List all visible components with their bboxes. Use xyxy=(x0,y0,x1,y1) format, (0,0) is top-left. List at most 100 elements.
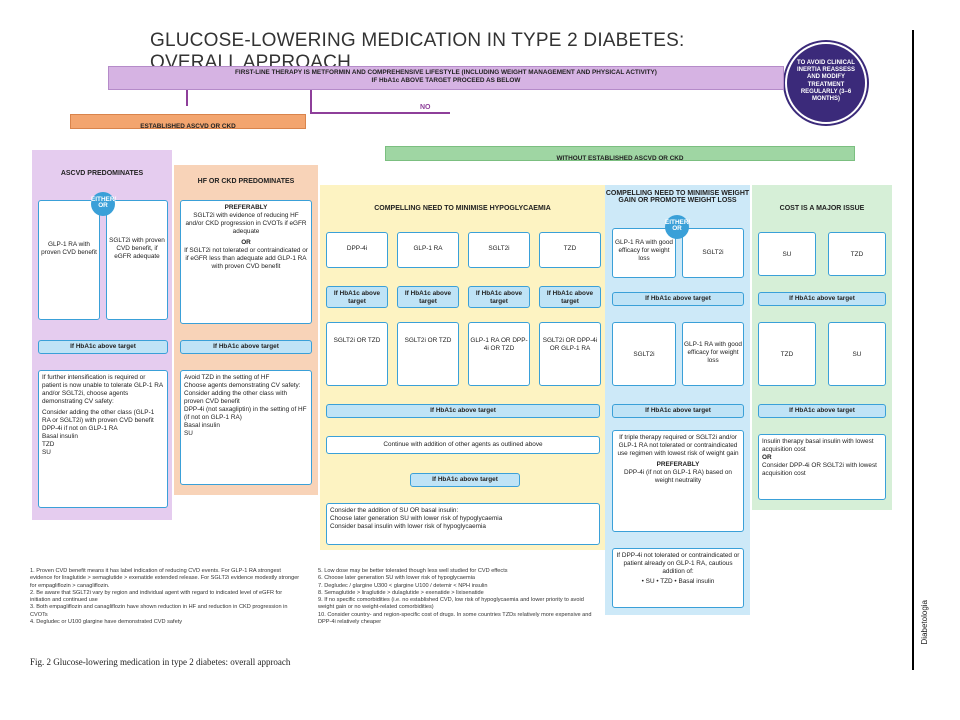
hypo-hba1c-box: If HbA1c above target xyxy=(397,286,459,308)
weight-pref: PREFERABLY xyxy=(656,461,700,468)
hf-text1: SGLT2i with evidence of reducing HF and/… xyxy=(185,212,307,235)
hf-choose: Choose agents demonstrating CV safety: xyxy=(184,382,301,389)
ascvd-text: If further intensification is required o… xyxy=(42,374,163,405)
weight-header: COMPELLING NEED TO MINIMISE WEIGHT GAIN … xyxy=(605,190,750,204)
ascvd-b3: Basal insulin xyxy=(42,433,78,440)
hypo-c2: Consider basal insulin with lower risk o… xyxy=(330,523,486,530)
established-label: ESTABLISHED ASCVD OR CKD xyxy=(140,123,236,130)
reassess-circle: TO AVOID CLINICAL INERTIA REASSESS AND M… xyxy=(785,42,867,124)
hypo-next-box: SGLT2i OR TZD xyxy=(326,322,388,386)
hypo-next-box: SGLT2i OR DPP-4i OR GLP-1 RA xyxy=(539,322,601,386)
ascvd-b1: Consider adding the other class (GLP-1 R… xyxy=(42,409,155,424)
first-line-text-2: IF HbA1c ABOVE TARGET PROCEED AS BELOW xyxy=(371,77,521,84)
footnote: 10. Consider country- and region-specifi… xyxy=(318,611,592,625)
hypo-next-box: SGLT2i OR TZD xyxy=(397,322,459,386)
hf-b4: Basal insulin xyxy=(184,422,220,429)
hf-b2: Consider adding the other class with pro… xyxy=(184,390,288,405)
hypo-drug-box: SGLT2i xyxy=(468,232,530,268)
first-line-text: FIRST-LINE THERAPY IS METFORMIN AND COMP… xyxy=(235,69,657,76)
hypo-hba1c-box: If HbA1c above target xyxy=(326,286,388,308)
weight-text3: If DPP-4i not tolerated or contraindicat… xyxy=(616,552,740,575)
connector xyxy=(310,90,312,114)
established-bar: ESTABLISHED ASCVD OR CKD xyxy=(70,114,306,130)
hf-b5: SU xyxy=(184,430,193,437)
reassess-text: TO AVOID CLINICAL INERTIA REASSESS AND M… xyxy=(796,60,856,102)
weight-triple-box: If triple therapy required or SGLT2i and… xyxy=(612,430,744,532)
weight-n1-box: SGLT2i xyxy=(612,322,676,386)
ascvd-b5: SU xyxy=(42,449,51,456)
weight-text2: DPP-4i (if not on GLP-1 RA) based on wei… xyxy=(624,469,732,484)
ascvd-glp1-box: GLP-1 RA with proven CVD benefit xyxy=(38,200,100,320)
connector xyxy=(186,90,188,106)
hypo-consider: Consider the addition of SU OR basal ins… xyxy=(330,507,459,514)
footnote: 2. Be aware that SGLT2i vary by region a… xyxy=(30,589,283,604)
weight-text: If triple therapy required or SGLT2i and… xyxy=(617,434,739,457)
cost-insulin-box: Insulin therapy basal insulin with lowes… xyxy=(758,434,886,500)
weight-text4: • SU • TZD • Basal insulin xyxy=(641,578,715,585)
weight-hba1c-box-2: If HbA1c above target xyxy=(612,404,744,418)
first-line-bar: FIRST-LINE THERAPY IS METFORMIN AND COMP… xyxy=(108,66,784,90)
hypo-next-box: GLP-1 RA OR DPP-4i OR TZD xyxy=(468,322,530,386)
hypo-drug-box: DPP-4i xyxy=(326,232,388,268)
footnote: 5. Low dose may be better tolerated thou… xyxy=(318,568,508,574)
hf-pref: PREFERABLY xyxy=(224,204,268,211)
hf-text2: If SGLT2i not tolerated or contraindicat… xyxy=(184,247,308,270)
hf-agents-box: Avoid TZD in the setting of HF Choose ag… xyxy=(180,370,312,485)
hf-b1: Avoid TZD in the setting of HF xyxy=(184,374,270,381)
right-rule xyxy=(912,30,914,670)
cost-hba1c-box: If HbA1c above target xyxy=(758,292,886,306)
footnote: 6. Choose later generation SU with lower… xyxy=(318,575,476,582)
hypo-hba1c-box-2: If HbA1c above target xyxy=(410,473,520,487)
footnotes-left: 1. Proven CVD benefit means it has label… xyxy=(30,568,300,626)
hf-or: OR xyxy=(241,239,251,246)
hypo-consider-box: Consider the addition of SU OR basal ins… xyxy=(326,503,600,545)
footnote: 4. Degludec or U100 glargine have demons… xyxy=(30,618,183,625)
ascvd-intensify-box: If further intensification is required o… xyxy=(38,370,168,508)
footnote: 1. Proven CVD benefit means it has label… xyxy=(30,568,300,589)
hypo-header: COMPELLING NEED TO MINIMISE HYPOGLYCAEMI… xyxy=(374,205,551,212)
footnote: 7. Degludec / glargine U300 < glargine U… xyxy=(318,582,488,589)
footnote: 9. If no specific comorbidities (i.e. no… xyxy=(318,597,584,611)
either-or-badge: EITHER/ OR xyxy=(91,192,116,216)
either-or-badge-2: EITHER/ OR xyxy=(665,215,690,239)
cost-t1: Insulin therapy basal insulin with lowes… xyxy=(762,438,874,453)
weight-glp1-box: GLP-1 RA with good efficacy for weight l… xyxy=(612,228,676,278)
footnote: 8. Semaglutide > liraglutide > dulagluti… xyxy=(318,589,484,596)
cost-t2: Consider DPP-4i OR SGLT2i with lowest ac… xyxy=(762,462,877,477)
without-label: WITHOUT ESTABLISHED ASCVD OR CKD xyxy=(556,155,684,162)
hf-header: HF OR CKD PREDOMINATES xyxy=(197,178,295,185)
ascvd-sglt2-box: SGLT2i with proven CVD benefit, if eGFR … xyxy=(106,200,168,320)
cost-hba1c-box-2: If HbA1c above target xyxy=(758,404,886,418)
figure-caption: Fig. 2 Glucose-lowering medication in ty… xyxy=(30,657,291,667)
hypo-hba1c-box: If HbA1c above target xyxy=(326,404,600,418)
no-label: NO xyxy=(420,104,431,111)
footnotes-right: 5. Low dose may be better tolerated thou… xyxy=(318,568,598,626)
ascvd-b4: TZD xyxy=(42,441,55,448)
hypo-c1: Choose later generation SU with lower ri… xyxy=(330,515,503,522)
weight-n2-box: GLP-1 RA with good efficacy for weight l… xyxy=(682,322,744,386)
ascvd-header: ASCVD PREDOMINATES xyxy=(60,170,144,177)
hypo-continue-box: Continue with addition of other agents a… xyxy=(326,436,600,454)
hf-pref-box: PREFERABLY SGLT2i with evidence of reduc… xyxy=(180,200,312,324)
hf-b3: DPP-4i (not saxagliptin) in the setting … xyxy=(184,406,307,421)
hypo-hba1c-box: If HbA1c above target xyxy=(539,286,601,308)
cost-su-box: SU xyxy=(758,232,816,276)
cost-or: OR xyxy=(762,454,772,461)
journal-name: Diabetologia xyxy=(920,600,929,645)
hypo-drug-box: GLP-1 RA xyxy=(397,232,459,268)
ascvd-b2: DPP-4i if not on GLP-1 RA xyxy=(42,425,118,432)
weight-dpp4-box: If DPP-4i not tolerated or contraindicat… xyxy=(612,548,744,608)
weight-sglt2-box: SGLT2i xyxy=(682,228,744,278)
cost-header: COST IS A MAJOR ISSUE xyxy=(779,205,865,212)
cost-n1-box: TZD xyxy=(758,322,816,386)
ascvd-hba1c-box: If HbA1c above target xyxy=(38,340,168,354)
weight-hba1c-box: If HbA1c above target xyxy=(612,292,744,306)
hf-hba1c-box: If HbA1c above target xyxy=(180,340,312,354)
cost-n2-box: SU xyxy=(828,322,886,386)
footnote: 3. Both empagliflozin and canagliflozin … xyxy=(30,604,288,618)
connector xyxy=(310,112,450,114)
hypo-drug-box: TZD xyxy=(539,232,601,268)
hypo-hba1c-box: If HbA1c above target xyxy=(468,286,530,308)
cost-tzd-box: TZD xyxy=(828,232,886,276)
without-bar: WITHOUT ESTABLISHED ASCVD OR CKD xyxy=(385,146,855,162)
